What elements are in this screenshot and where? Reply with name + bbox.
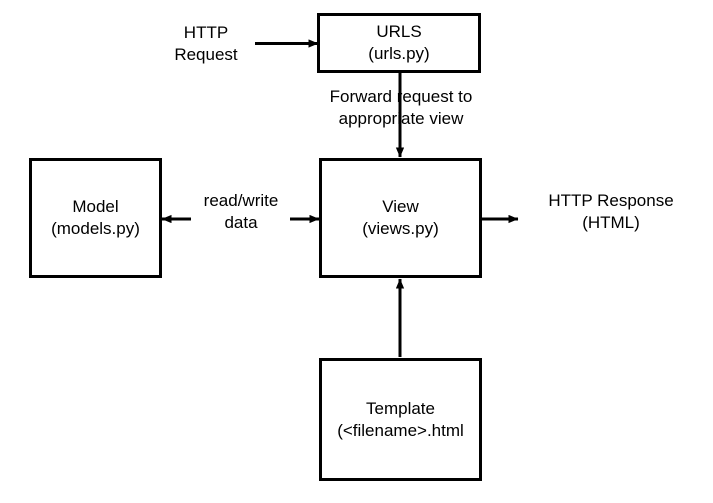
node-view[interactable]: View (views.py) xyxy=(319,158,482,278)
node-urls-title: URLS xyxy=(376,22,422,42)
label-forward-request: Forward request to appropriate view xyxy=(311,86,491,130)
label-forward-request-line2: appropriate view xyxy=(338,109,464,129)
node-template-filename: (<filename>.html xyxy=(337,420,464,440)
label-http-request-line2: Request xyxy=(174,45,238,65)
node-template[interactable]: Template (<filename>.html xyxy=(319,358,482,481)
node-model-title: Model xyxy=(72,197,119,217)
label-http-response: HTTP Response (HTML) xyxy=(528,190,694,234)
label-read-write-data-line1: read/write xyxy=(203,191,279,210)
label-http-request: HTTP Request xyxy=(158,22,254,66)
label-http-response-line1: HTTP Response xyxy=(548,191,674,210)
label-forward-request-line1: Forward request to xyxy=(329,87,473,106)
node-urls-filename: (urls.py) xyxy=(368,44,430,63)
label-read-write-data: read/write data xyxy=(193,190,289,234)
label-http-response-line2: (HTML) xyxy=(582,213,640,233)
node-model-filename: (models.py) xyxy=(51,219,140,238)
node-view-title: View xyxy=(382,197,419,217)
label-read-write-data-line2: data xyxy=(224,213,258,233)
node-template-title: Template xyxy=(366,398,435,418)
node-view-filename: (views.py) xyxy=(362,219,439,238)
label-http-request-line1: HTTP xyxy=(183,23,229,42)
node-urls[interactable]: URLS (urls.py) xyxy=(317,13,481,73)
node-model[interactable]: Model (models.py) xyxy=(29,158,162,278)
